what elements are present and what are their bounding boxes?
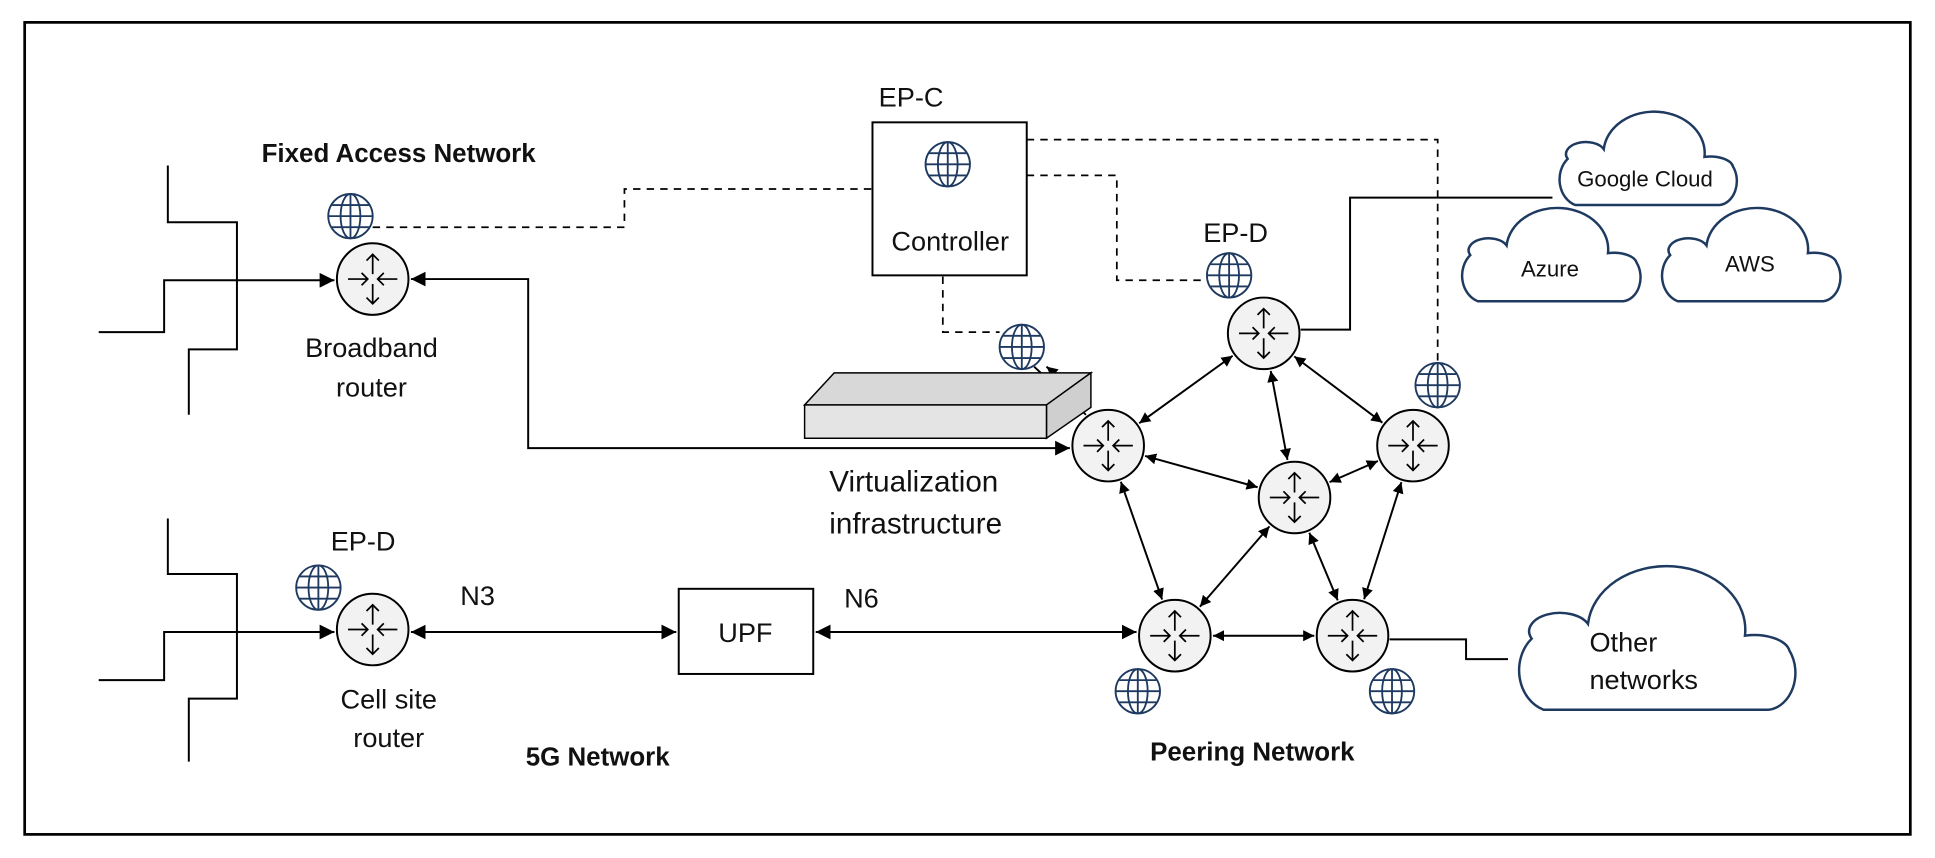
peering-router-icon[interactable] (1315, 598, 1390, 673)
globe-icon (924, 141, 971, 188)
peering-link (1199, 525, 1271, 608)
cell-site-router-label-1: Cell site (340, 684, 436, 715)
peering-router-icon[interactable] (1138, 598, 1212, 673)
cell-site-router-icon[interactable] (335, 592, 410, 667)
google-cloud-icon[interactable] (1558, 110, 1739, 207)
control-link (1026, 174, 1207, 282)
control-link (941, 276, 1000, 333)
other-networks-label-1: Other (1589, 627, 1657, 658)
fixed-access-network-title: Fixed Access Network (262, 140, 537, 168)
peering-link (1308, 532, 1339, 601)
peering-link (1293, 355, 1384, 424)
globe-icon (1205, 252, 1253, 299)
feeder-line (166, 518, 238, 762)
peering-link (1267, 370, 1291, 461)
peering-router-icon[interactable] (1257, 460, 1332, 535)
other-networks-link (1389, 638, 1509, 661)
globe-icon (1368, 668, 1416, 715)
peering-router-icon[interactable] (1376, 408, 1450, 483)
control-link (1026, 138, 1439, 361)
peering-link (1138, 354, 1234, 425)
connections (98, 138, 1553, 762)
feeder-line (98, 272, 335, 334)
google-cloud-link (1300, 196, 1553, 331)
aws-label: AWS (1725, 252, 1775, 277)
globe-icon (1114, 668, 1161, 715)
globe-icon (1414, 362, 1461, 409)
n6-label: N6 (844, 582, 879, 613)
broadband-router-label-1: Broadband (305, 332, 438, 363)
upf-label: UPF (718, 617, 772, 648)
cell-site-router-label-2: router (353, 722, 424, 753)
upf-box[interactable] (677, 587, 815, 675)
globe-icon (327, 192, 374, 240)
virtualization-label-2: infrastructure (829, 507, 1002, 540)
feeder-line (166, 165, 238, 415)
peering-link (1329, 460, 1379, 484)
outer-frame (23, 21, 1912, 836)
peering-router-icon[interactable] (1071, 408, 1145, 483)
globe-icon (998, 323, 1045, 371)
other-networks-label-2: networks (1589, 664, 1698, 695)
azure-label: Azure (1521, 257, 1579, 282)
ep-c-label: EP-C (879, 81, 944, 112)
peering-router-icon[interactable] (1226, 296, 1301, 371)
azure-cloud-icon[interactable] (1460, 206, 1642, 303)
globe-icon (295, 564, 342, 611)
broadband-router-label-2: router (336, 371, 407, 402)
google-cloud-label: Google Cloud (1577, 167, 1713, 192)
5g-network-title: 5G Network (526, 743, 671, 771)
virtualization-server-icon (802, 371, 1094, 440)
peering-link (1119, 481, 1164, 600)
ep-d-bottom-label: EP-D (331, 526, 396, 557)
peering-network-title: Peering Network (1150, 738, 1355, 766)
ep-d-top-label: EP-D (1203, 217, 1268, 248)
virtualization-label-1: Virtualization (829, 465, 998, 498)
peering-link (1362, 481, 1404, 600)
aws-cloud-icon[interactable] (1660, 206, 1842, 303)
broadband-to-peering-link (410, 271, 1070, 456)
peering-link (1144, 453, 1258, 490)
control-link (372, 188, 873, 229)
n3-label: N3 (460, 580, 495, 611)
controller-label: Controller (891, 226, 1009, 257)
feeder-line (98, 624, 335, 682)
other-networks-cloud-icon[interactable] (1517, 564, 1797, 711)
broadband-router-icon[interactable] (335, 242, 410, 316)
